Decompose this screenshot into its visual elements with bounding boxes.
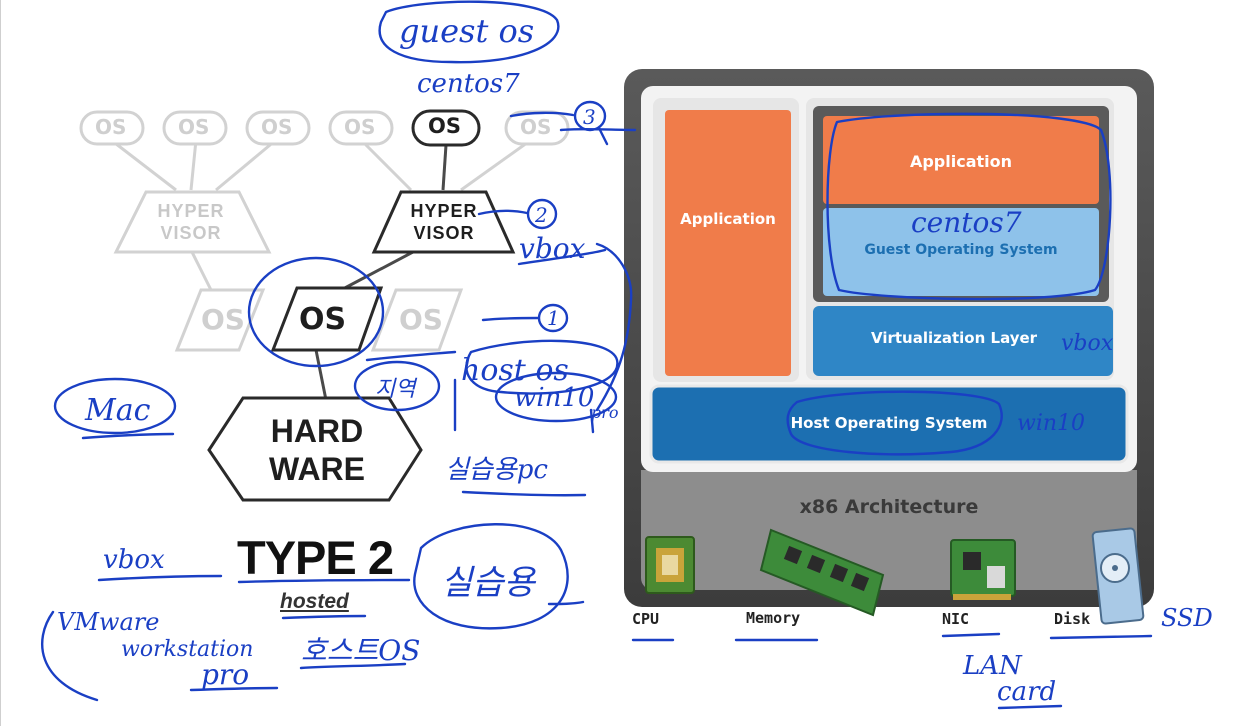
subtype-label: hosted [280, 590, 349, 613]
ghost-os-shape-left [174, 288, 266, 352]
note-workstation: workstation [121, 637, 253, 662]
host-os-label: OS [299, 302, 347, 337]
left-app-block [665, 110, 791, 376]
note-num3: 3 [583, 105, 596, 129]
note-pro: pro [591, 403, 619, 422]
ghost-os-label-right: OS [399, 303, 443, 336]
os-label-active: OS [428, 114, 461, 138]
os-cloud-3 [245, 110, 311, 146]
note-korean-local: 지역 [375, 377, 418, 402]
note-mac: Mac [84, 393, 151, 428]
note-host-os: host os [461, 353, 569, 388]
note-vbox-right: vbox [1061, 331, 1114, 356]
note-win10: win10 [514, 383, 594, 413]
cpu-icon [645, 536, 695, 594]
centos-right-circle [826, 112, 1112, 301]
guest-os-block [823, 208, 1099, 296]
cpu-label: CPU [632, 610, 660, 628]
hardware-label: HARD WARE [269, 413, 365, 487]
os-cloud-1 [79, 110, 145, 146]
disk-label: Disk [1054, 610, 1091, 628]
host-os-circle [247, 256, 385, 368]
note-korean-practice: 실습용 [441, 563, 537, 603]
host-os-right-circle [786, 390, 1003, 456]
guest-app-label: Application [909, 152, 1013, 171]
note-centos7-top: centos7 [417, 69, 520, 99]
os-cloud-active [411, 109, 481, 147]
host-os-label: Host Operating System [790, 414, 988, 432]
hypervisor-label: HYPER VISOR [410, 201, 478, 243]
os-label-6: OS [520, 115, 552, 139]
note-centos7-right: centos7 [911, 206, 1022, 239]
left-app-label: Application [680, 210, 776, 228]
circle-2 [526, 198, 558, 230]
os-cloud-4 [328, 110, 394, 146]
type-label: TYPE 2 [237, 531, 394, 584]
guest-app-block [823, 116, 1099, 204]
memory-label: Memory [746, 609, 801, 627]
note-num1: 1 [547, 306, 560, 330]
practice-circle [413, 523, 569, 630]
note-num2: 2 [534, 203, 548, 227]
note-win10-right: win10 [1017, 411, 1085, 436]
nic-icon [950, 539, 1016, 600]
note-ssd: SSD [1161, 604, 1213, 632]
note-vbox-bottom: vbox [103, 545, 165, 575]
memory-icon [759, 528, 885, 617]
host-os-bar [649, 384, 1129, 464]
os-label-2: OS [178, 115, 210, 139]
architecture-label: x86 Architecture [799, 496, 979, 518]
ghost-hypervisor-shape [113, 190, 272, 254]
nic-label: NIC [942, 610, 970, 628]
os-label-4: OS [344, 115, 376, 139]
guest-os-circle [378, 0, 560, 64]
note-pro-bottom: pro [201, 658, 249, 691]
disk-icon [1091, 527, 1145, 625]
hardware-shape [207, 396, 423, 502]
note-card: card [997, 677, 1056, 707]
note-vbox-mid: vbox [519, 232, 586, 265]
virtualization-layer-bar [813, 306, 1113, 376]
note-vmware: VMware [57, 608, 159, 636]
virtualization-layer-label: Virtualization Layer [871, 329, 1038, 347]
korean-local-circle [353, 360, 441, 412]
host-os-shape [270, 286, 384, 352]
mac-circle [53, 377, 177, 435]
os-cloud-2 [162, 110, 228, 146]
hypervisor-shape [371, 190, 516, 254]
ghost-hypervisor-label: HYPER VISOR [157, 201, 225, 243]
note-korean-hosted-os: 호스트OS [301, 634, 420, 667]
os-label-1: OS [95, 115, 127, 139]
architecture-base [641, 470, 1137, 590]
guest-os-label: Guest Operating System [864, 242, 1058, 258]
note-guest-os: guest os [399, 12, 534, 50]
os-label-3: OS [261, 115, 293, 139]
ghost-os-label-left: OS [201, 303, 245, 336]
note-lan: LAN [962, 651, 1023, 681]
win10-circle [494, 371, 618, 423]
note-korean-real-pc: 실습용pc [445, 455, 548, 485]
